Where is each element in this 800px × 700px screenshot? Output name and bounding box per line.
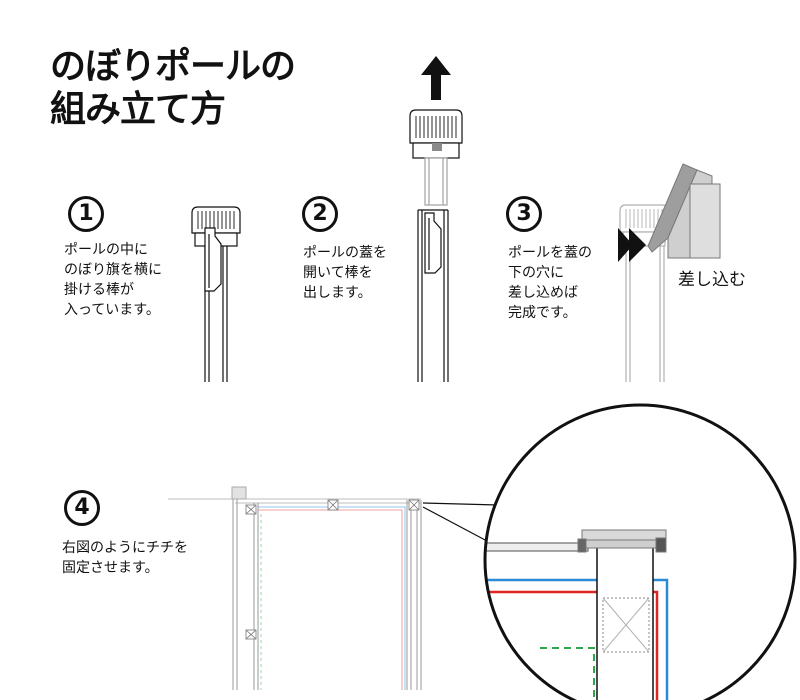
step-1-number: 1 (68, 196, 104, 232)
frame-line-red (258, 509, 403, 690)
left-pole-top (231, 486, 247, 500)
title-line-1: のぼりポールの (50, 46, 296, 87)
step-3-line-1: ポールを蓋の (508, 245, 592, 261)
pole-body (625, 246, 665, 382)
left-pole (232, 499, 259, 690)
zoom-content (485, 529, 669, 700)
pole-cap-lifted (409, 109, 463, 159)
bracket-front-plate (689, 183, 721, 259)
bracket-lower-plate (585, 539, 657, 549)
step-2-line-3: 出します。 (303, 285, 372, 301)
step-4-text: 右図のようにチチを 固定させます。 (62, 538, 188, 578)
title-line-2: 組み立て方 (50, 89, 226, 130)
cap-ridges (625, 209, 663, 228)
step-4-line-1: 右図のようにチチを (62, 540, 188, 556)
step-3-line-4: 完成です。 (508, 305, 577, 321)
step-1-line-4: 入っています。 (64, 302, 160, 318)
step-1-line-2: のぼり旗を横に (64, 262, 162, 278)
insert-label: 差し込む (678, 270, 746, 290)
step-3-line-3: 差し込めば (508, 285, 578, 301)
zoom-border (483, 403, 797, 700)
pole-cap (191, 206, 241, 247)
clip-top-middle-mark (327, 499, 339, 511)
zoom-line-green (540, 647, 595, 700)
cap-top (191, 206, 241, 234)
step-1-text: ポールの中に のぼり旗を横に 掛ける棒が 入っています。 (64, 240, 162, 320)
bracket-end (655, 537, 667, 553)
callout-pointer (422, 502, 499, 542)
clip-top-left-mark (245, 504, 257, 515)
rod-bracket (647, 163, 721, 259)
cap-hole (432, 143, 442, 151)
frame-line-blue (258, 506, 406, 690)
arrow-head-back (618, 228, 633, 262)
zoom-rod (485, 542, 589, 552)
zoom-detail (483, 403, 797, 700)
rod-end (577, 538, 587, 553)
zoom-line-red (485, 590, 659, 700)
step1-illustration (191, 206, 241, 382)
zoom-cap-bracket (577, 529, 667, 553)
step-3-number: 3 (506, 196, 542, 232)
right-pole (406, 500, 422, 690)
step-3-text: ポールを蓋の 下の穴に 差し込めば 完成です。 (508, 243, 592, 323)
zoom-clip-mark (602, 597, 650, 653)
cap-ridges (415, 116, 457, 138)
step-1-line-3: 掛ける棒が (64, 282, 134, 298)
cap-ridges (197, 211, 235, 229)
step-2-line-1: ポールの蓋を (303, 245, 387, 261)
arrow-right-icon (618, 228, 646, 262)
zoom-pole-piece (596, 539, 654, 700)
bracket-top-plate (581, 529, 667, 541)
step-1-line-1: ポールの中に (64, 242, 148, 258)
clip-lower-left-mark (245, 629, 257, 640)
step-4-number: 4 (64, 490, 100, 526)
pole-body (204, 245, 228, 382)
stem-edge (428, 158, 444, 205)
pole-body (417, 209, 449, 382)
step-2-number: 2 (302, 196, 338, 232)
step3-illustration (618, 163, 721, 382)
step-2-line-2: 開いて棒を (303, 265, 373, 281)
arrow-up-icon (421, 56, 451, 100)
arrow-head-front (629, 228, 646, 262)
zoom-clip-box (602, 597, 650, 653)
stem-body (424, 157, 448, 206)
cap-stem (424, 157, 448, 206)
zoom-line-blue (485, 578, 669, 700)
step-2-text: ポールの蓋を 開いて棒を 出します。 (303, 243, 387, 303)
bracket-slant-plate (647, 163, 698, 253)
frame-clips (245, 499, 420, 640)
step-3-line-2: 下の穴に (508, 265, 564, 281)
step2-illustration (409, 56, 463, 382)
step4-frame (168, 486, 499, 690)
top-rail (168, 498, 421, 504)
flag-rod (424, 212, 442, 274)
clip-top-right-mark (408, 499, 420, 511)
page-title: のぼりポールの 組み立て方 (50, 45, 296, 131)
step-4-line-2: 固定させます。 (62, 560, 159, 576)
